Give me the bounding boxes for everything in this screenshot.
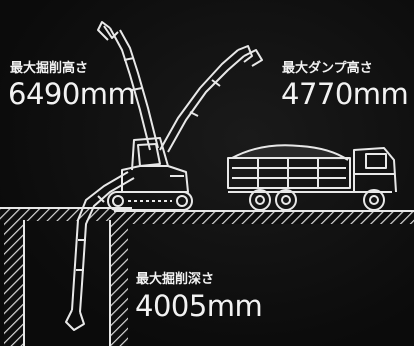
max-dump-height-caption: 最大ダンプ高さ [282,61,373,76]
max-digging-depth-value: 4005mm [135,289,263,323]
max-digging-height-caption: 最大掘削高さ [10,61,89,76]
max-digging-height-value: 6490mm [8,77,136,111]
ground-hatching [0,207,414,346]
max-dump-height-value: 4770mm [281,77,409,111]
excavator [107,137,193,211]
excavator-boom-upward [97,21,263,153]
max-digging-depth-caption: 最大掘削深さ [136,272,215,287]
excavator-boom-downward [65,171,135,331]
dump-truck [227,144,397,211]
